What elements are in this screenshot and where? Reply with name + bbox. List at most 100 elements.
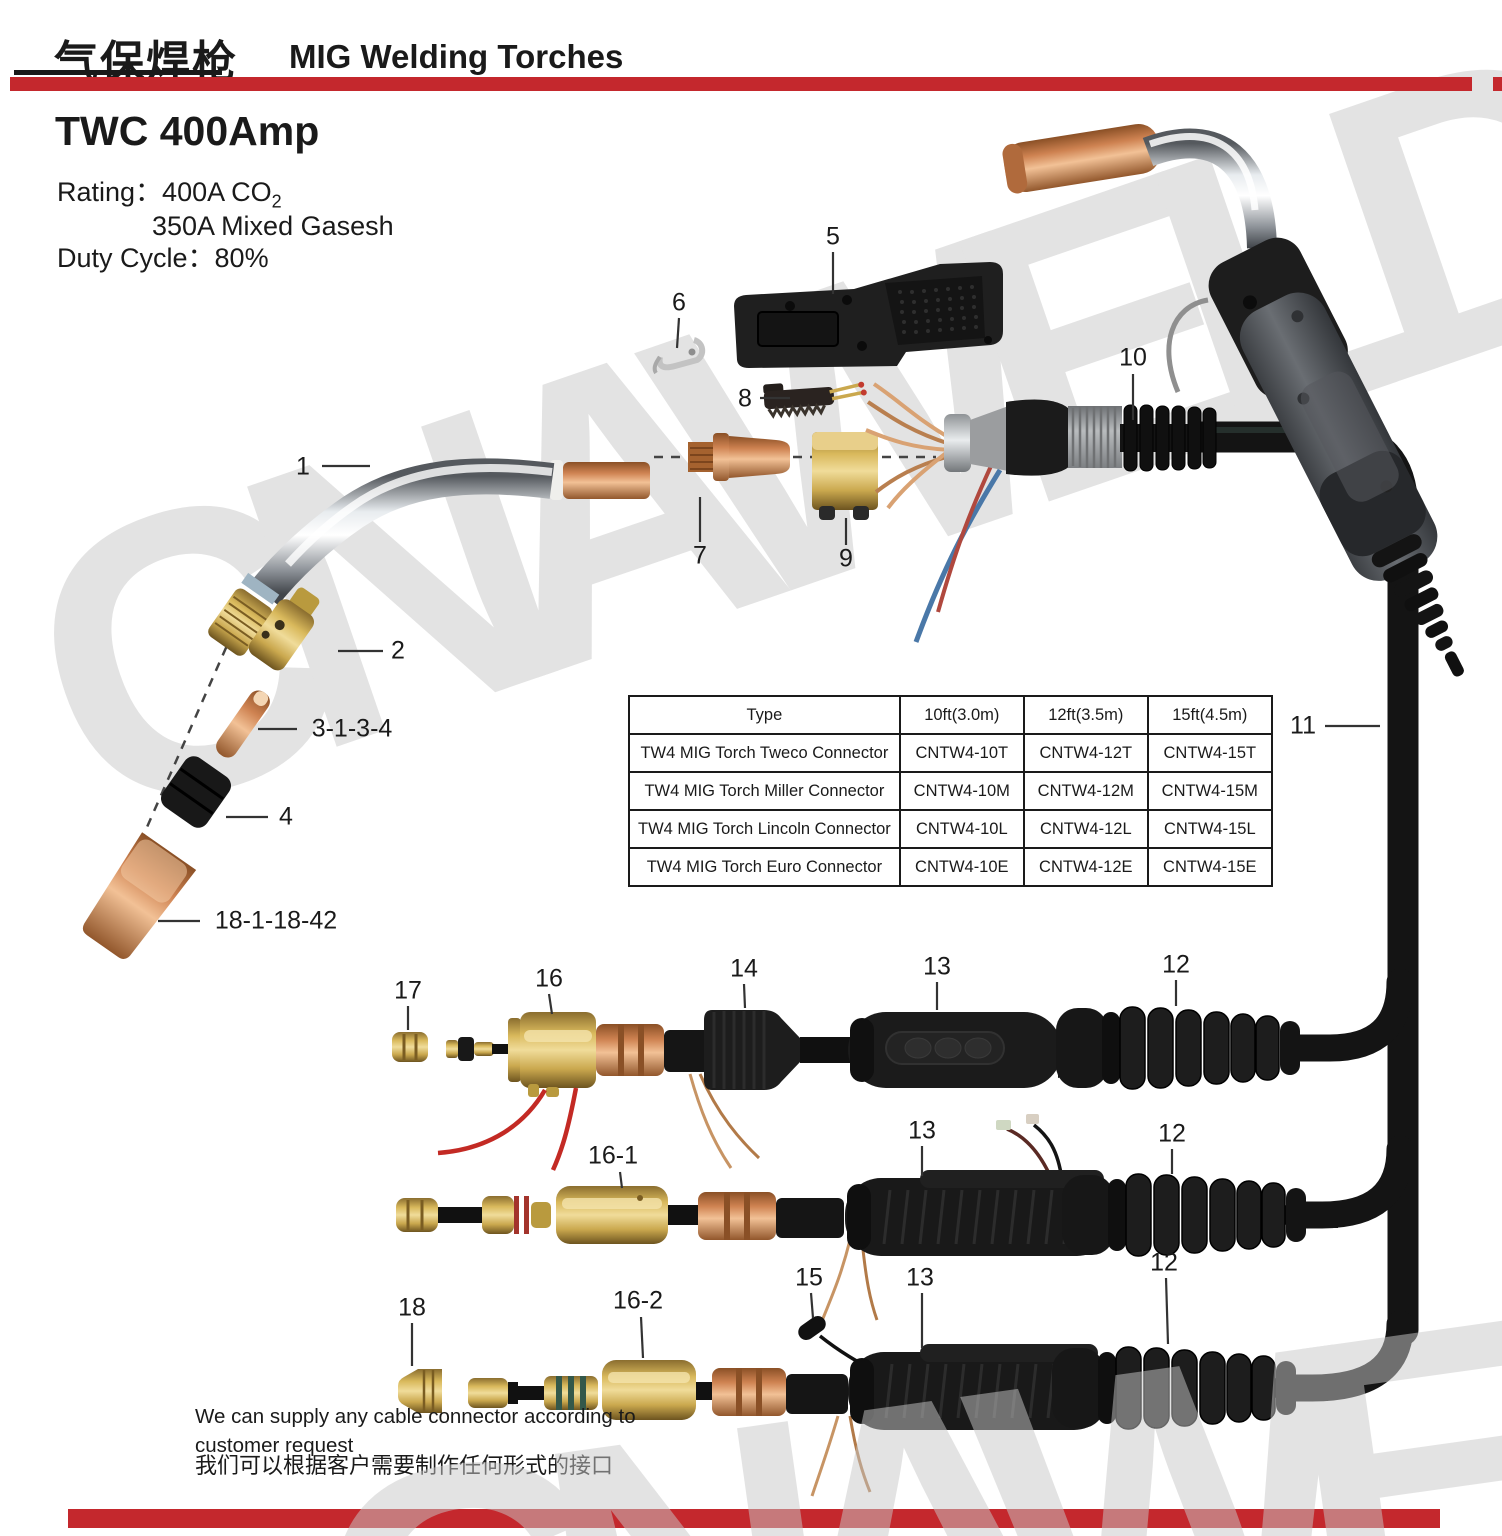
footer-red-bar xyxy=(68,1509,1440,1528)
part-label-12: 12 xyxy=(1158,1119,1186,1148)
note-english: We can supply any cable connector accord… xyxy=(195,1402,636,1460)
note-chinese: 我们可以根据客户需要制作任何形式的接口 xyxy=(195,1453,614,1478)
model-code: CNTW4-12L xyxy=(1022,809,1149,849)
torch-type: TW4 MIG Torch Tweco Connector xyxy=(628,733,901,773)
part-2-gas-diffuser xyxy=(248,587,320,671)
header-red-bar xyxy=(10,77,1472,91)
part-12-strain-relief-row1 xyxy=(1055,1006,1333,1090)
duty-cycle-line: Duty Cycle：80% xyxy=(57,241,269,275)
model-code: CNTW4-15M xyxy=(1146,771,1273,811)
table-header-length-2: 12ft(3.5m) xyxy=(1022,695,1149,735)
part-18-1-nozzle xyxy=(82,832,197,960)
part-1-threaded-tip xyxy=(208,588,273,656)
model-code: CNTW4-10T xyxy=(898,733,1025,773)
part-label-6: 6 xyxy=(672,288,686,317)
duty-cycle-value: 80% xyxy=(214,243,269,273)
leader-line-16-2 xyxy=(639,1316,645,1359)
model-code: CNTW4-10M xyxy=(898,771,1025,811)
part-16-tweco-connector xyxy=(437,1012,596,1171)
part-12-strain-relief-row2 xyxy=(1061,1173,1339,1257)
model-code: CNTW4-12M xyxy=(1022,771,1149,811)
part-18-euro-tip xyxy=(398,1369,442,1413)
part-3-contact-tip xyxy=(216,690,270,758)
assembled-handle xyxy=(1208,237,1464,677)
part-14-nut xyxy=(704,1010,800,1090)
header-red-bar-stub xyxy=(1493,77,1502,91)
part-label-16: 16 xyxy=(535,964,563,993)
model-code: CNTW4-10E xyxy=(898,847,1025,887)
assembled-neck xyxy=(1142,128,1277,249)
part-label-15: 15 xyxy=(795,1263,823,1292)
part-13-handle-row1 xyxy=(848,1012,1092,1088)
leader-line-16 xyxy=(547,993,554,1015)
part-16-1-miller-connector xyxy=(556,1186,668,1244)
table-header-length-3: 15ft(4.5m) xyxy=(1146,695,1273,735)
part-8-trigger-switch xyxy=(763,381,867,419)
torch-type: TW4 MIG Torch Lincoln Connector xyxy=(628,809,901,849)
part-label-13: 13 xyxy=(923,952,951,981)
rating-value-1-subscript: 2 xyxy=(271,191,282,212)
rating-line: Rating：400A CO2 xyxy=(57,175,282,218)
model-code: CNTW4-15L xyxy=(1146,809,1273,849)
copper-coupler xyxy=(596,1024,664,1076)
part-label-11: 11 xyxy=(1290,711,1316,740)
leader-line-16-1 xyxy=(618,1171,624,1189)
part-label-13: 13 xyxy=(906,1263,934,1292)
part-10-cable-fitting xyxy=(865,382,1217,643)
part-label-14: 14 xyxy=(730,954,758,983)
part-label-12: 12 xyxy=(1162,950,1190,979)
part-label-16-1: 16-1 xyxy=(587,1141,639,1170)
title-underline xyxy=(14,70,222,75)
part-12-strain-relief-row3 xyxy=(1051,1346,1329,1430)
model-code: CNTW4-12E xyxy=(1022,847,1149,887)
model-code: CNTW4-15T xyxy=(1146,733,1273,773)
part-label-16-2: 16-2 xyxy=(612,1286,664,1315)
part-label-12: 12 xyxy=(1150,1248,1178,1277)
leader-lines xyxy=(158,252,1380,1366)
assembled-nozzle xyxy=(1002,123,1161,194)
leader-line-12 xyxy=(1164,1277,1170,1345)
part-label-5: 5 xyxy=(826,222,840,251)
part-17-nut xyxy=(392,1032,428,1062)
torch-type: TW4 MIG Torch Miller Connector xyxy=(628,771,901,811)
part-label-8: 8 xyxy=(738,384,752,413)
part-1-goose-neck xyxy=(208,458,650,656)
part-6-spring-clip xyxy=(652,337,706,375)
part-label-7: 7 xyxy=(693,541,707,570)
part-label-9: 9 xyxy=(839,544,853,573)
rating-value-2: 350A Mixed Gasesh xyxy=(152,211,394,241)
part-label-3-1-3-4: 3-1-3-4 xyxy=(311,714,393,743)
note-english-line2: customer request xyxy=(195,1434,354,1457)
part-label-4: 4 xyxy=(279,802,293,831)
table-header-length-1: 10ft(3.0m) xyxy=(898,695,1025,735)
assembled-trigger-wire xyxy=(1166,297,1209,393)
rating-value-1: 400A CO xyxy=(162,177,272,207)
model-code: CNTW4-12T xyxy=(1022,733,1149,773)
assembly-row-tweco xyxy=(392,1006,1333,1171)
torch-type: TW4 MIG Torch Euro Connector xyxy=(628,847,901,887)
part-13-handle-row2 xyxy=(845,1114,1140,1256)
duty-cycle-label: Duty Cycle： xyxy=(57,243,215,273)
part-label-10: 10 xyxy=(1119,343,1147,372)
part-label-17: 17 xyxy=(394,976,422,1005)
blue-wire xyxy=(913,468,1003,643)
part-label-1: 1 xyxy=(296,452,310,481)
part-9-connector-block xyxy=(812,432,878,520)
page-title-english: MIG Welding Torches xyxy=(289,38,624,75)
copper-braid xyxy=(865,382,952,510)
rating-label: Rating： xyxy=(57,177,163,207)
part-4-insulator xyxy=(160,756,232,828)
red-wire xyxy=(936,465,993,613)
part-label-2: 2 xyxy=(391,636,405,665)
part-label-18: 18 xyxy=(398,1293,426,1322)
leader-line-15 xyxy=(809,1292,815,1319)
